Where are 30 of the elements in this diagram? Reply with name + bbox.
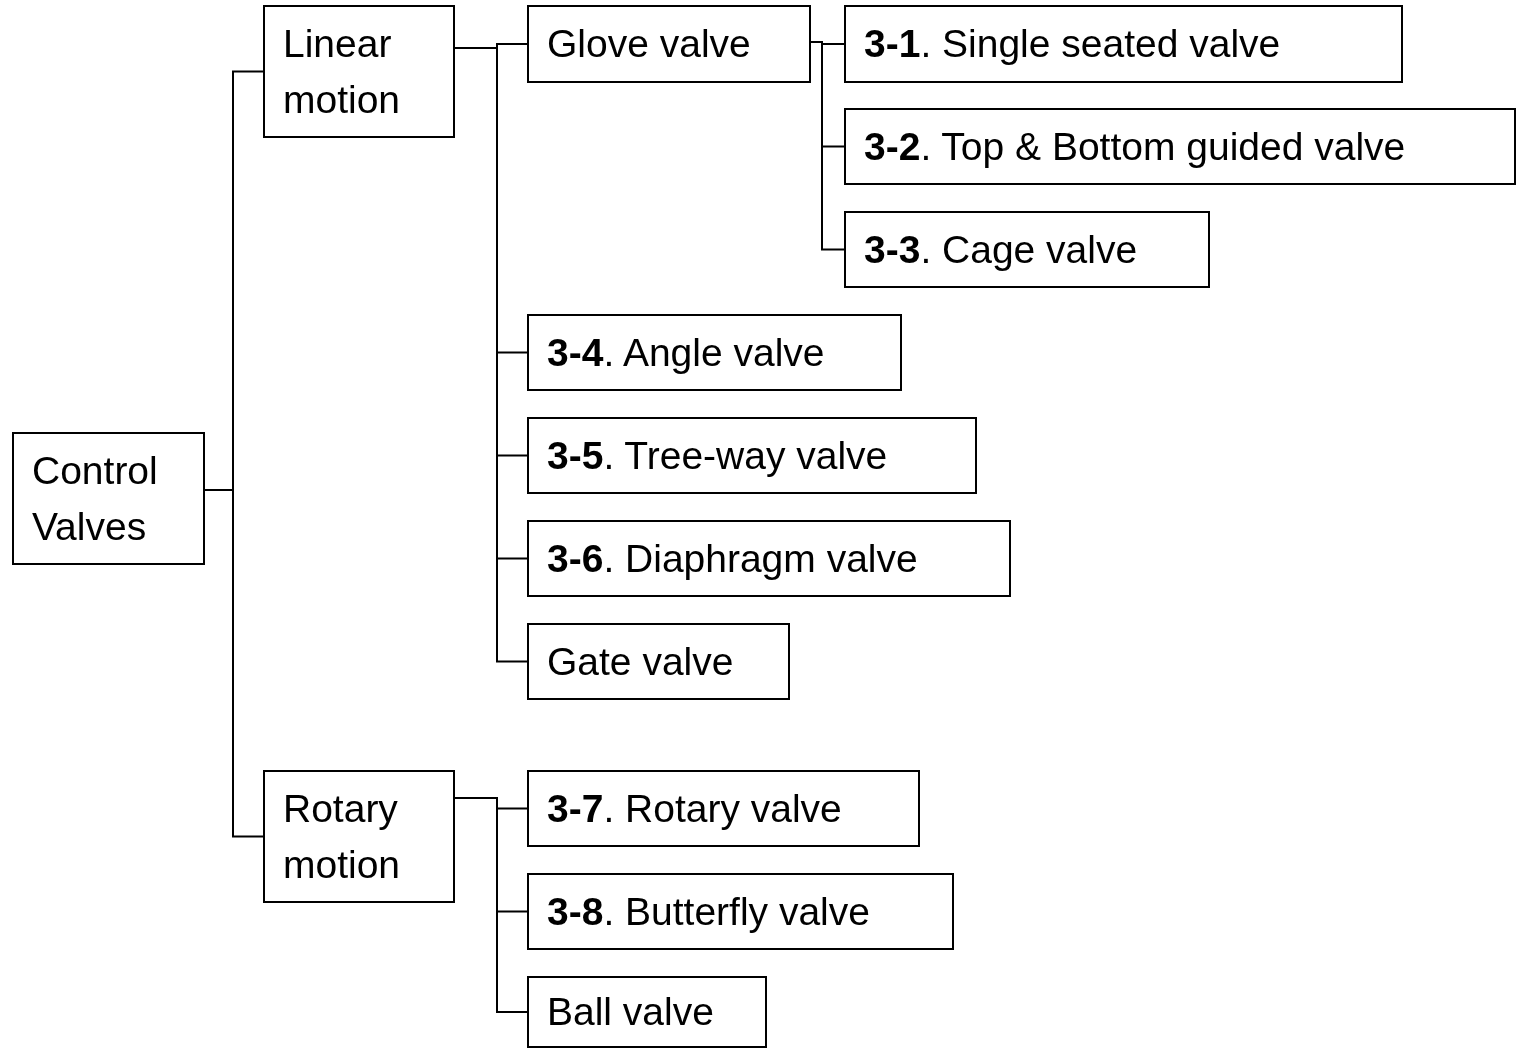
category-box <box>844 108 1516 185</box>
node-label: Control Valves <box>32 447 159 550</box>
node-label: 3-4. Angle valve <box>547 329 825 376</box>
node-label: Glove valve <box>547 21 751 67</box>
category-box <box>527 417 977 494</box>
node-label: 3-3. Cage valve <box>864 226 1138 273</box>
category-box <box>527 976 767 1048</box>
node-label: 3-6. Diaphragm valve <box>547 535 918 582</box>
node-label: 3-8. Butterfly valve <box>547 888 870 935</box>
connector-line <box>810 41 845 251</box>
category-box <box>527 770 920 847</box>
node-label: Linear motion <box>283 20 402 123</box>
category-box <box>527 873 954 950</box>
category-box <box>263 5 455 138</box>
node-label: Rotary motion <box>283 785 402 888</box>
category-box <box>527 314 902 391</box>
category-box <box>844 5 1403 83</box>
category-box <box>263 770 455 903</box>
node-label: Ball valve <box>547 989 714 1035</box>
category-box <box>844 211 1210 288</box>
node-label: 3-2. Top & Bottom guided valve <box>864 123 1406 170</box>
node-label: 3-7. Rotary valve <box>547 785 842 832</box>
node-label: 3-1. Single seated valve <box>864 21 1281 67</box>
node-label: Gate valve <box>547 638 734 685</box>
category-box <box>527 5 811 83</box>
node-label: 3-5. Tree-way valve <box>547 432 888 479</box>
connector-line <box>454 797 528 1013</box>
category-box <box>527 520 1011 597</box>
category-box <box>12 432 205 565</box>
category-box <box>527 623 790 700</box>
